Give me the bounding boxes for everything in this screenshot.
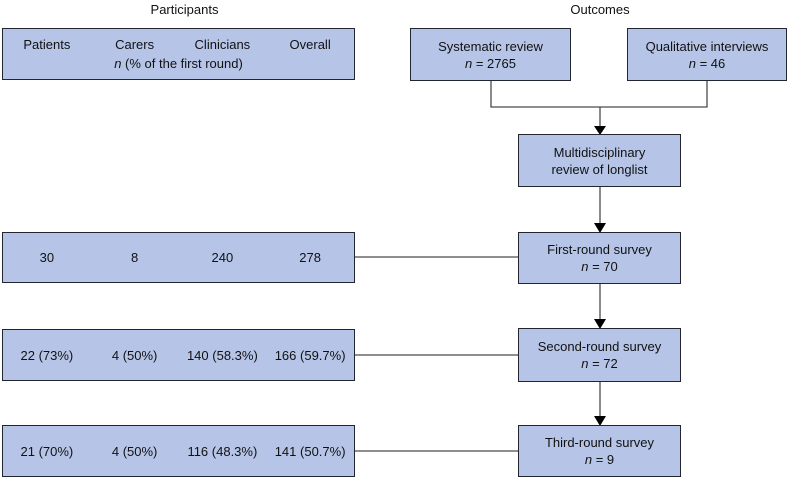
box-title: Qualitative interviews bbox=[645, 38, 769, 54]
cell-overall: 278 bbox=[299, 250, 321, 265]
participants-header-box: Patients Carers Clinicians Overall n (% … bbox=[2, 28, 355, 80]
n-symbol: n bbox=[114, 56, 122, 71]
participants-title: Participants bbox=[150, 2, 219, 17]
participants-header-subtitle: n (% of the first round) bbox=[3, 54, 354, 73]
cell-patients: 21 (70%) bbox=[20, 443, 74, 459]
column-header-overall: Overall bbox=[289, 36, 331, 52]
cell-carers: 8 bbox=[131, 250, 139, 265]
box-n-line: n = 9 bbox=[585, 451, 614, 468]
box-title: First-round survey bbox=[547, 242, 652, 257]
participants-row-first-round: 30 8 240 278 bbox=[2, 232, 355, 283]
n-symbol: n bbox=[465, 55, 473, 71]
first-round-survey-box: First-round survey n = 70 bbox=[518, 232, 681, 284]
n-value: = 46 bbox=[695, 55, 726, 71]
box-n-line: n = 2765 bbox=[465, 55, 516, 72]
participants-row-third-round: 21 (70%) 4 (50%) 116 (48.3%) 141 (50.7%) bbox=[2, 425, 355, 477]
cell-clinicians: 116 (48.3%) bbox=[187, 443, 258, 459]
cell-carers: 4 (50%) bbox=[111, 443, 158, 459]
column-header-clinicians: Clinicians bbox=[194, 36, 251, 52]
participants-row-second-round: 22 (73%) 4 (50%) 140 (58.3%) 166 (59.7%) bbox=[2, 329, 355, 381]
systematic-review-box: Systematic review n = 2765 bbox=[410, 28, 571, 81]
box-title-line2: review of longlist bbox=[551, 161, 648, 177]
cell-carers: 4 (50%) bbox=[111, 347, 158, 363]
box-title-line1: Multidisciplinary bbox=[553, 144, 646, 160]
cell-overall: 141 (50.7%) bbox=[274, 443, 346, 459]
second-round-survey-box: Second-round survey n = 72 bbox=[518, 328, 681, 382]
n-value: = 2765 bbox=[472, 55, 516, 71]
cell-patients: 22 (73%) bbox=[20, 347, 74, 363]
third-round-survey-box: Third-round survey n = 9 bbox=[518, 425, 681, 477]
subtitle-text: (% of the first round) bbox=[121, 56, 243, 71]
box-title: Systematic review bbox=[438, 38, 543, 54]
n-symbol: n bbox=[688, 55, 696, 71]
box-title: Second-round survey bbox=[537, 339, 662, 354]
participants-column-headers: Patients Carers Clinicians Overall bbox=[3, 34, 354, 54]
n-value: = 9 bbox=[592, 452, 615, 467]
cell-overall: 166 (59.7%) bbox=[274, 347, 346, 363]
column-header-carers: Carers bbox=[115, 36, 155, 52]
qualitative-interviews-box: Qualitative interviews n = 46 bbox=[627, 28, 787, 81]
n-value: = 72 bbox=[588, 356, 618, 371]
box-title: Third-round survey bbox=[544, 435, 655, 450]
box-n-line: n = 70 bbox=[581, 258, 618, 275]
cell-clinicians: 140 (58.3%) bbox=[186, 347, 258, 363]
n-value: = 70 bbox=[588, 259, 618, 274]
multidisciplinary-review-box: Multidisciplinary review of longlist bbox=[518, 134, 681, 187]
n-symbol: n bbox=[581, 356, 589, 371]
box-n-line: n = 72 bbox=[581, 355, 618, 372]
n-symbol: n bbox=[584, 452, 593, 467]
outcomes-title: Outcomes bbox=[570, 2, 630, 17]
box-n-line: n = 46 bbox=[689, 55, 726, 72]
cell-patients: 30 bbox=[39, 250, 55, 265]
column-header-patients: Patients bbox=[23, 36, 71, 52]
n-symbol: n bbox=[581, 259, 589, 274]
cell-clinicians: 240 bbox=[211, 250, 234, 265]
